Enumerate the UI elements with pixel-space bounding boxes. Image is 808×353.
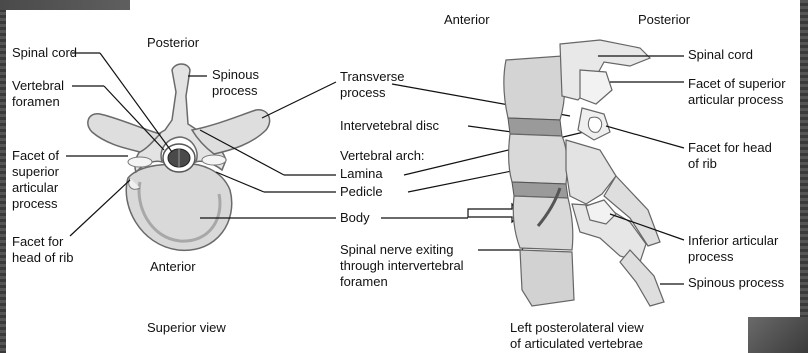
label-lamina: Lamina [340,166,383,182]
label-transverse-process: Transverse process [340,69,405,101]
leader-facet-rib-right [606,126,684,148]
label-facet-superior-left: Facet of superior articular process [12,148,59,212]
label-inferior-articular: Inferior articular process [688,233,778,265]
label-facet-superior-right: Facet of superior articular process [688,76,786,108]
lateral-orientation-anterior: Anterior [444,12,490,28]
rib-facet-lateral [588,117,601,132]
label-body: Body [340,210,370,226]
leader-intervertebral-disc [468,126,512,132]
caption-superior-view: Superior view [147,320,226,336]
label-spinal-cord-left: Spinal cord [12,45,77,61]
label-pedicle: Pedicle [340,184,383,200]
superior-orientation-anterior: Anterior [150,259,196,275]
lateral-vertebral-column [504,40,664,306]
label-spinal-cord-right: Spinal cord [688,47,753,63]
leader-facet-rib-left [70,180,130,236]
intervertebral-disc-upper [508,118,562,136]
vertebral-body-upper [504,56,565,120]
label-spinal-nerve: Spinal nerve exiting through interverteb… [340,242,464,290]
vertebral-body-lower [513,196,573,250]
leader-transverse-process-left [262,82,336,118]
label-facet-rib-left: Facet for head of rib [12,234,73,266]
label-facet-rib-right: Facet for head of rib [688,140,772,172]
caption-lateral-view: Left posterolateral view of articulated … [510,320,644,352]
superior-orientation-posterior: Posterior [147,35,199,51]
label-vertebral-foramen: Vertebral foramen [12,78,64,110]
vertebral-body-bottom [520,250,574,306]
superior-articular-facet-left [128,157,152,167]
label-vertebral-arch: Vertebral arch: [340,148,425,164]
label-spinous-process-right: Spinous process [688,275,784,291]
spinous-process-lateral-b [620,250,664,306]
superior-articular-process-upper [580,70,612,104]
superior-articular-facet-right [202,155,226,165]
label-spinous-process-left: Spinous process [212,67,259,99]
vertebral-body-middle [509,134,568,184]
label-intervertebral-disc: Intervetebral disc [340,118,439,134]
lateral-orientation-posterior: Posterior [638,12,690,28]
